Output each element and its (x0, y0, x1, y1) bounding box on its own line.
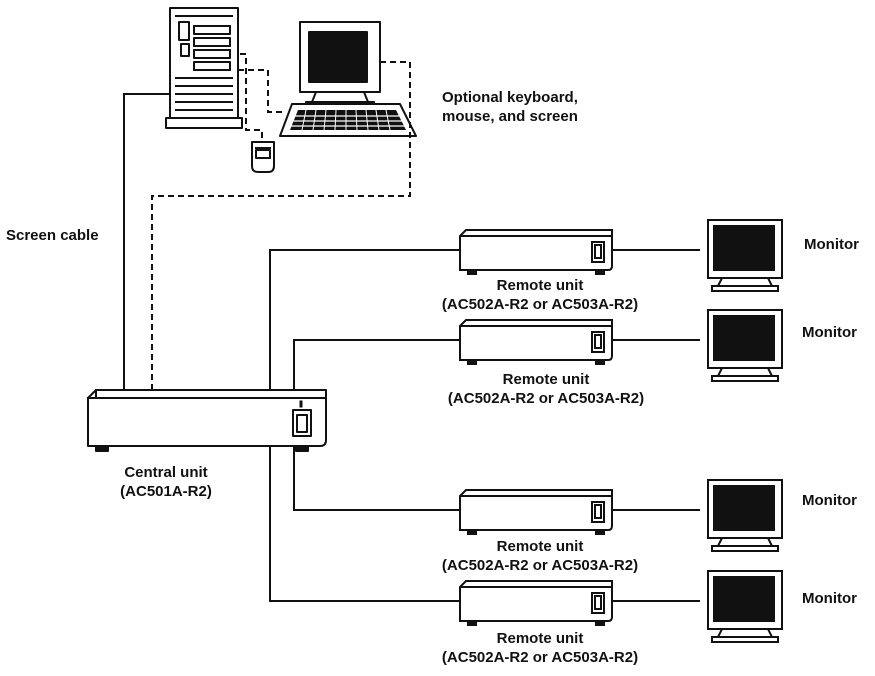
remote-unit-name: Remote unit (496, 630, 584, 647)
remote-cable-3 (293, 446, 460, 511)
remote-layer (459, 219, 783, 643)
monitor-icon (707, 570, 783, 643)
optional-devices-label-line-2: mouse, and screen (442, 108, 578, 125)
remote-unit-icon (459, 580, 613, 626)
monitor-label-3: Monitor (802, 492, 857, 509)
remote-unit-icon (459, 229, 613, 275)
remote-unit-model: (AC502A-R2 or AC503A-R2) (441, 296, 639, 313)
monitor-icon (707, 219, 783, 292)
remote-unit-name: Remote unit (496, 538, 584, 555)
optional-cable-mouse (238, 53, 263, 138)
optional-devices-label: Optional keyboard, mouse, and screen (442, 88, 578, 126)
remote-unit-label-2: Remote unit (AC502A-R2 or AC503A-R2) (416, 370, 676, 408)
cables (123, 53, 460, 602)
mouse-icon (251, 141, 275, 173)
remote-unit-icon (459, 489, 613, 535)
monitor-label-2: Monitor (802, 324, 857, 341)
optional-cable-keyboard (151, 61, 411, 390)
monitor-label-1: Monitor (804, 236, 859, 253)
optional-monitor-icon (299, 21, 381, 109)
monitor-icon (707, 479, 783, 552)
remote-unit-label-4: Remote unit (AC502A-R2 or AC503A-R2) (410, 629, 670, 667)
remote-unit-model: (AC502A-R2 or AC503A-R2) (441, 557, 639, 574)
central-unit-model: (AC501A-R2) (120, 483, 212, 500)
screen-cable (123, 93, 170, 390)
remote-row (459, 570, 783, 643)
central-unit-icon (87, 389, 327, 452)
remote-row (459, 219, 783, 292)
remote-unit-name: Remote unit (496, 277, 584, 294)
remote-cable-1 (269, 249, 460, 390)
central-unit-name: Central unit (124, 464, 208, 481)
remote-unit-model: (AC502A-R2 or AC503A-R2) (441, 649, 639, 666)
remote-unit-label-1: Remote unit (AC502A-R2 or AC503A-R2) (410, 276, 670, 314)
remote-cable-4 (269, 446, 460, 602)
remote-cable-2 (293, 339, 460, 390)
tower-computer-icon (165, 7, 243, 129)
central-unit-label: Central unit (AC501A-R2) (96, 463, 236, 501)
screen-cable-label: Screen cable (6, 227, 99, 244)
remote-unit-name: Remote unit (502, 371, 590, 388)
remote-unit-model: (AC502A-R2 or AC503A-R2) (447, 390, 645, 407)
remote-row (459, 479, 783, 552)
remote-unit-icon (459, 319, 613, 365)
remote-row (459, 309, 783, 382)
optional-devices-label-line-1: Optional keyboard, (442, 89, 578, 106)
optional-cable-monitor (238, 69, 282, 113)
remote-unit-label-3: Remote unit (AC502A-R2 or AC503A-R2) (410, 537, 670, 575)
monitor-icon (707, 309, 783, 382)
monitor-label-4: Monitor (802, 590, 857, 607)
keyboard-icon (279, 103, 417, 137)
